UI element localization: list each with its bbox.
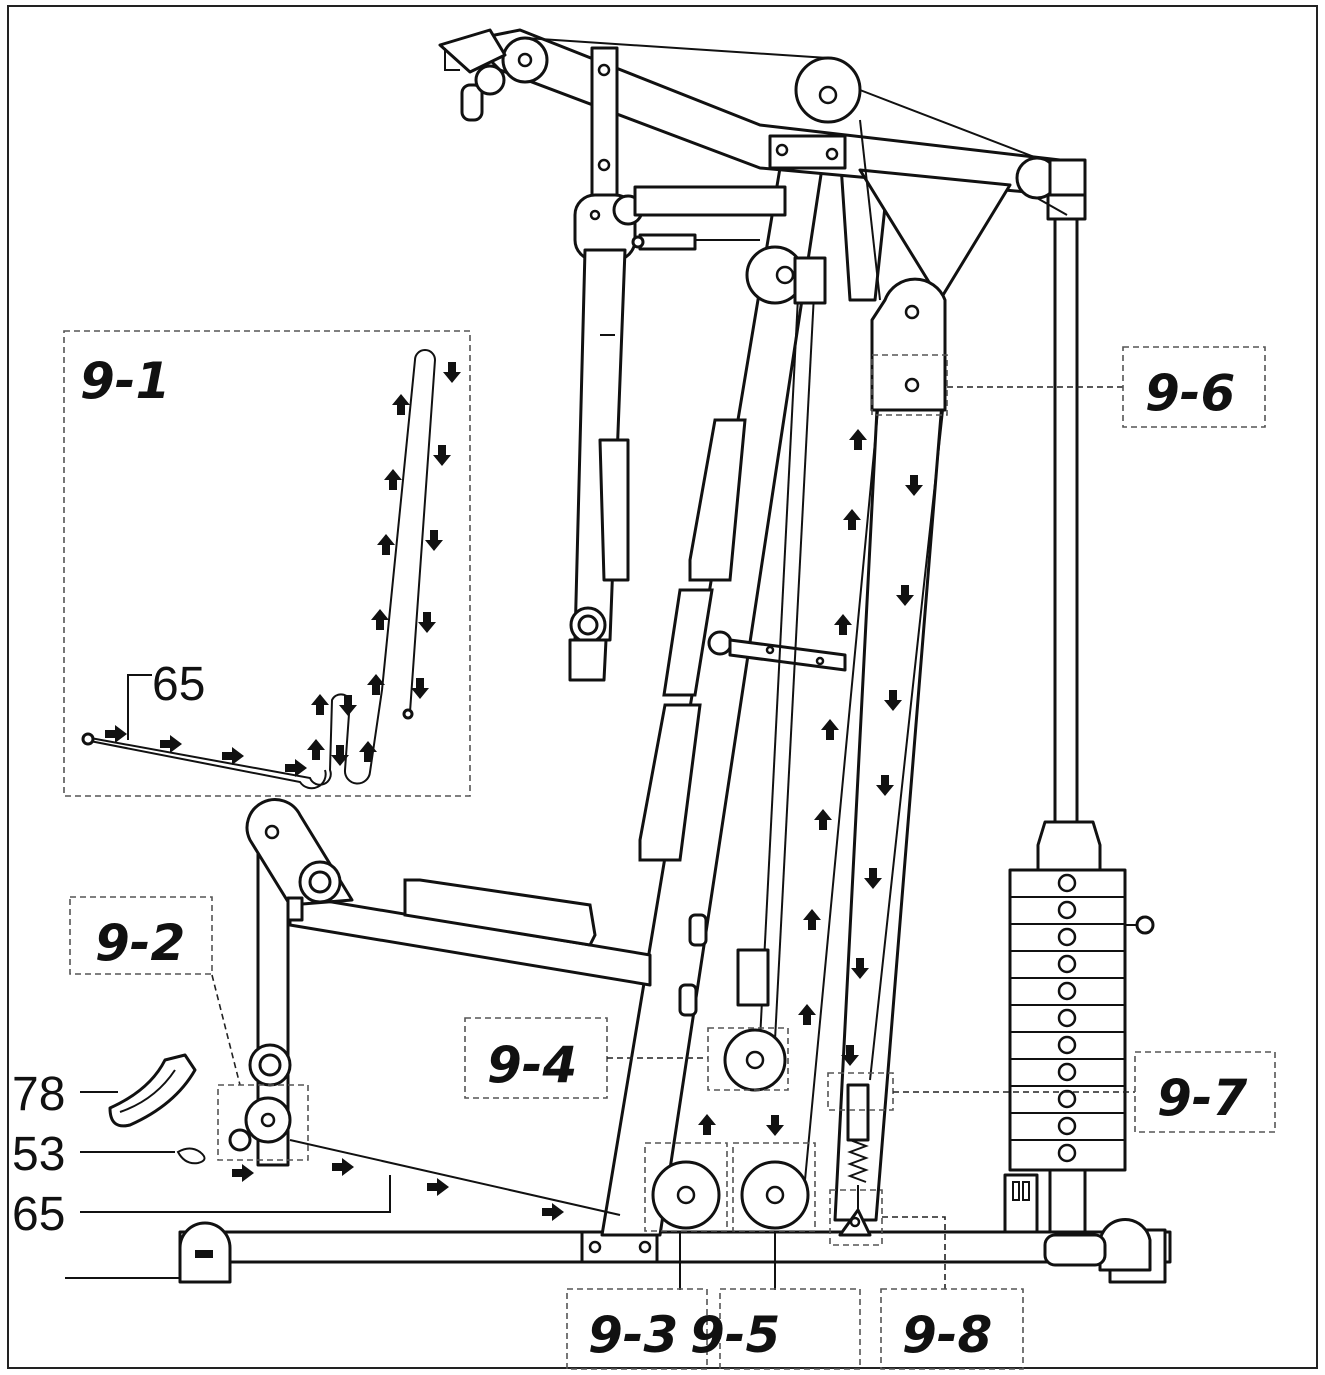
label-9-8: 9-8 bbox=[902, 1306, 992, 1364]
seat-leg-assembly bbox=[228, 798, 708, 1167]
label-9-3: 9-3 bbox=[588, 1306, 678, 1364]
callout-65-inset: 65 bbox=[152, 658, 205, 711]
callout-65-left: 65 bbox=[12, 1188, 65, 1241]
label-9-5: 9-5 bbox=[690, 1306, 780, 1364]
press-arm bbox=[568, 185, 787, 682]
inset-9-1: 65 9-1 bbox=[63, 330, 471, 797]
label-9-6: 9-6 bbox=[1145, 364, 1235, 422]
secondary-upright bbox=[833, 277, 947, 1237]
cable-routing bbox=[289, 37, 1068, 1230]
label-boxes: 9-2 9-4 9-3 9-5 9-6 9-7 9-8 bbox=[69, 346, 1276, 1370]
part-callouts: 78 53 65 bbox=[12, 1053, 391, 1241]
label-9-4: 9-4 bbox=[487, 1036, 577, 1094]
label-9-2: 9-2 bbox=[95, 914, 185, 972]
callout-78: 78 bbox=[12, 1068, 65, 1121]
back-pads bbox=[638, 418, 847, 862]
label-9-7: 9-7 bbox=[1157, 1069, 1248, 1127]
weight-stack bbox=[1003, 193, 1155, 1234]
main-upright bbox=[438, 28, 1087, 1237]
callout-53: 53 bbox=[12, 1128, 65, 1181]
base-frame bbox=[65, 1218, 1172, 1284]
diagram-border bbox=[7, 5, 1318, 1369]
label-9-1: 9-1 bbox=[80, 352, 170, 410]
